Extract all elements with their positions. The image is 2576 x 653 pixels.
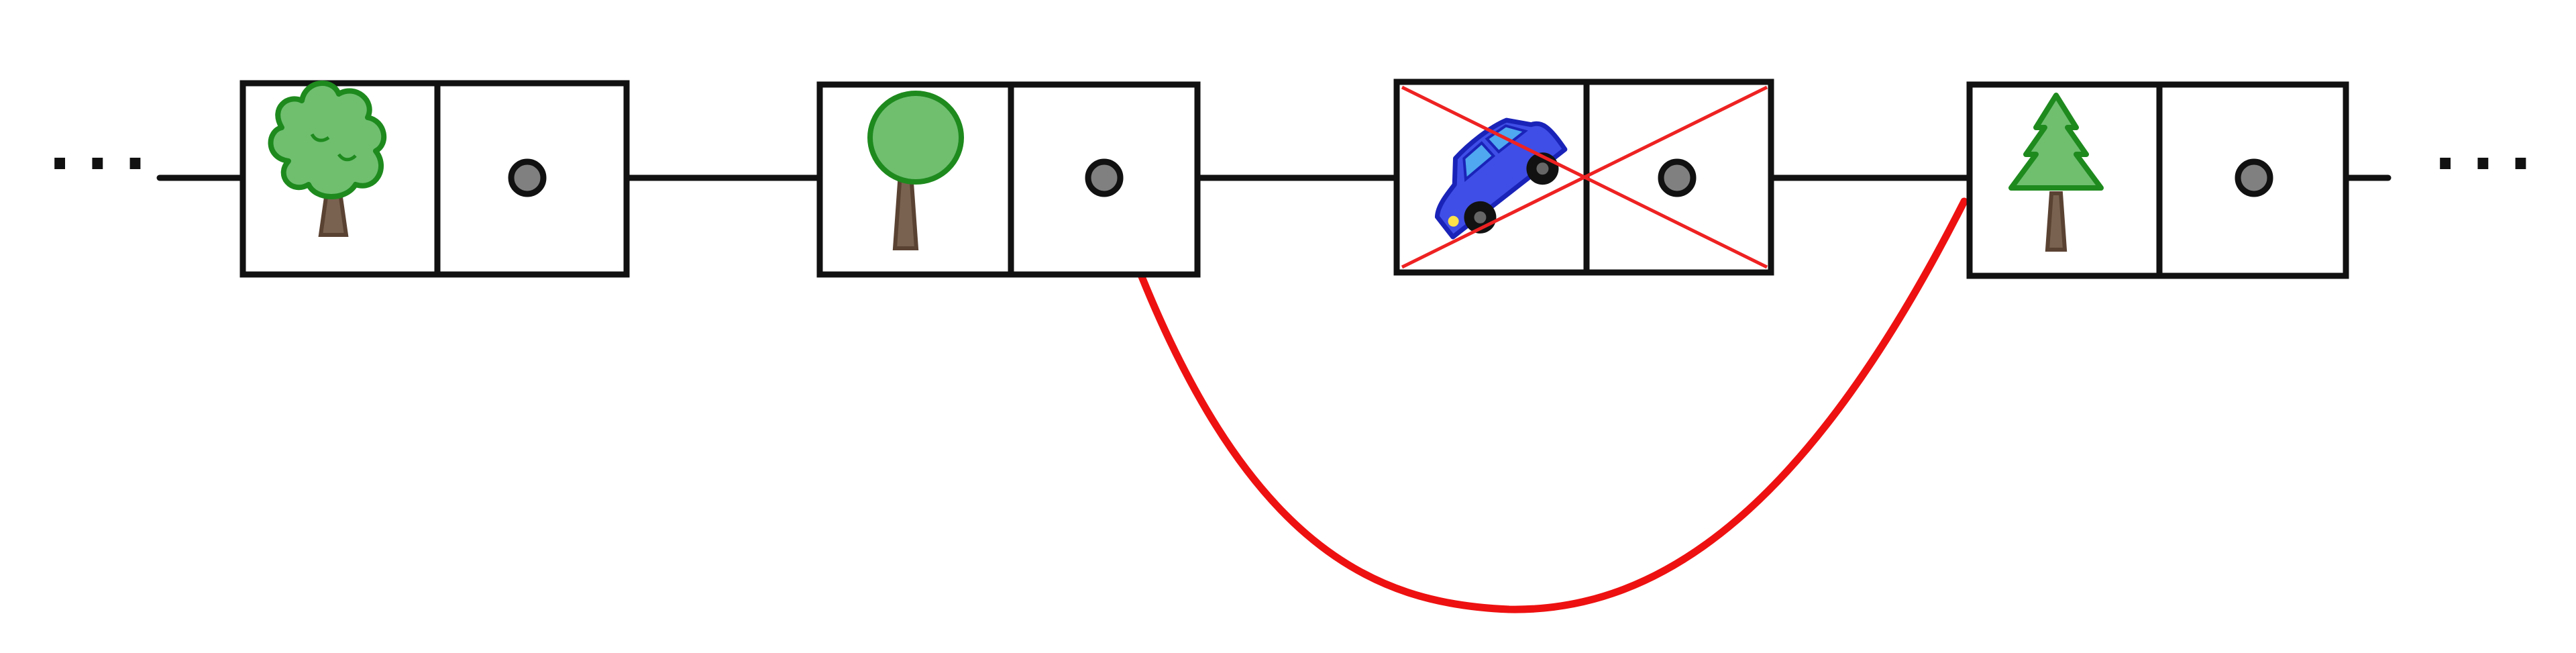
list-node-2	[816, 81, 1201, 278]
ellipsis-left: ···	[48, 129, 162, 199]
pointer-dot	[508, 158, 547, 197]
deciduous-tree-icon	[268, 81, 387, 237]
removal-cross	[1401, 85, 1768, 269]
pointer-dot	[2235, 158, 2273, 197]
pointer-dot	[1085, 158, 1124, 197]
pointer-dot	[1658, 158, 1697, 197]
list-node-3	[1393, 79, 1774, 276]
list-node-4	[1966, 81, 2349, 279]
bypass-link	[1110, 197, 1968, 613]
round-tree-icon	[867, 91, 964, 250]
list-node-1	[239, 80, 630, 278]
ellipsis-right: ···	[2434, 129, 2547, 199]
node-pointer-cell	[2156, 81, 2349, 279]
pine-tree-icon	[2008, 93, 2104, 252]
